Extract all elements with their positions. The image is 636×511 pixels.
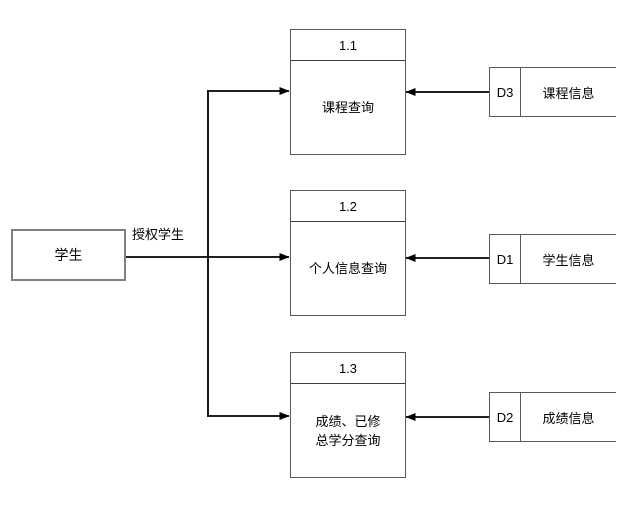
datastore-d2-label: 成绩信息 <box>542 410 595 426</box>
process-1-1-number: 1.1 <box>291 30 405 61</box>
datastore-d1-id: D1 <box>490 235 521 283</box>
datastore-d2-id: D2 <box>490 393 521 441</box>
process-1-2: 1.2 个人信息查询 <box>290 190 406 316</box>
process-1-2-body: 个人信息查询 <box>291 222 405 315</box>
datastore-d3: D3 课程信息 <box>489 67 616 117</box>
process-1-2-number: 1.2 <box>291 191 405 222</box>
process-1-3-label-line1: 成绩、已修 <box>315 413 381 429</box>
process-1-3: 1.3 成绩、已修 总学分查询 <box>290 352 406 478</box>
process-1-1: 1.1 课程查询 <box>290 29 406 155</box>
external-entity-student: 学生 <box>11 229 126 281</box>
flow-label-authorized-student: 授权学生 <box>132 224 185 243</box>
datastore-d1: D1 学生信息 <box>489 234 616 284</box>
process-1-2-label: 个人信息查询 <box>308 261 387 276</box>
process-1-1-body: 课程查询 <box>291 61 405 154</box>
datastore-d3-id: D3 <box>490 68 521 116</box>
process-1-3-number: 1.3 <box>291 353 405 384</box>
datastore-d3-label: 课程信息 <box>542 85 595 101</box>
datastore-d2: D2 成绩信息 <box>489 392 616 442</box>
external-entity-label: 学生 <box>54 247 83 263</box>
datastore-d1-label: 学生信息 <box>542 252 595 268</box>
process-1-1-label: 课程查询 <box>321 100 374 115</box>
process-1-3-body: 成绩、已修 总学分查询 <box>291 384 405 477</box>
process-1-3-label-line2: 总学分查询 <box>315 432 381 448</box>
